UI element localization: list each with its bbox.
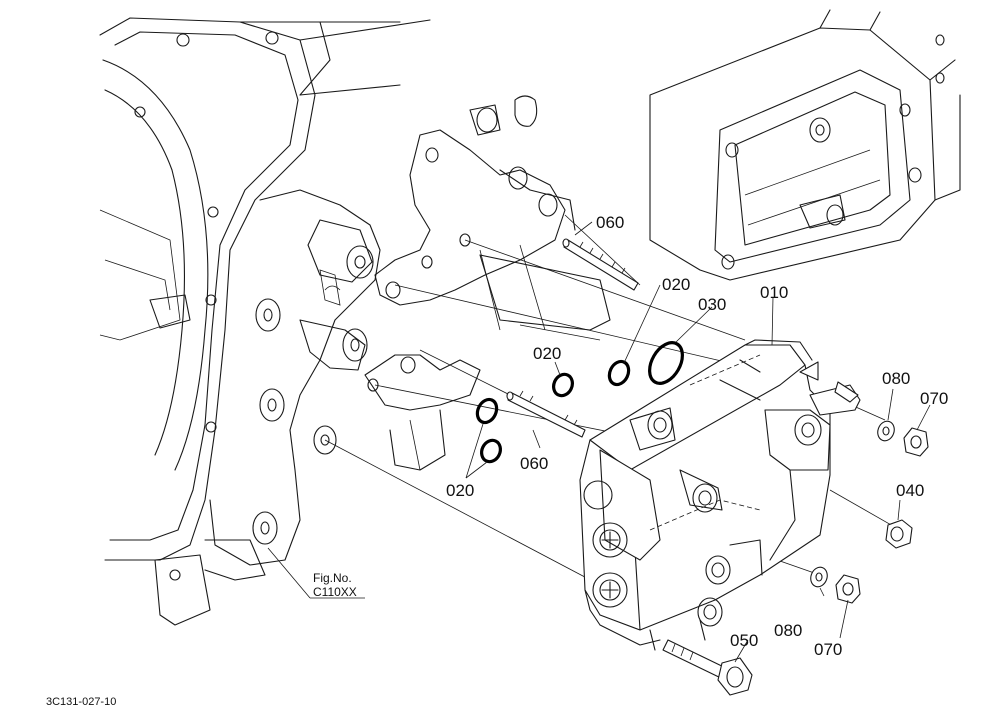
label-part-070-upper: 070 [920,389,949,408]
stud-bolt-lower [506,390,586,438]
washer-nut-lower [810,566,861,604]
o-ring-020-left-a [475,397,499,425]
label-part-010: 010 [760,283,789,302]
label-part-030: 030 [698,295,727,314]
rear-housing [649,9,961,281]
plug-040 [885,519,913,549]
lever-plate [364,354,481,471]
label-part-050: 050 [730,631,759,650]
figure-reference-title: Fig.No. [313,571,352,585]
label-part-060-lower: 060 [520,454,549,473]
label-part-020-left: 020 [446,481,475,500]
label-part-020-top: 020 [662,275,691,294]
figure-reference-number: C110XX [313,584,357,599]
o-ring-020-top [607,359,631,387]
figure-reference: Fig.No. C110XX [313,571,357,600]
label-part-040: 040 [896,481,925,500]
leader-lines [267,221,931,663]
o-ring-020-left-b [480,438,502,464]
drawing-code: 3C131-027-10 [46,696,117,708]
label-part-080-lower: 080 [774,621,803,640]
label-part-080-upper: 080 [882,369,911,388]
control-valve [579,339,861,651]
label-part-060-upper: 060 [596,213,625,232]
cover-plate [374,95,611,331]
washer-nut-upper [877,420,929,457]
label-part-070-lower: 070 [814,640,843,659]
o-ring-030 [648,341,684,385]
stud-bolt-upper [562,238,639,291]
o-ring-020-mid [552,372,574,398]
bolt-050 [662,639,753,696]
mid-housing [204,19,431,581]
transmission-case [99,17,401,626]
label-part-020-mid: 020 [533,344,562,363]
